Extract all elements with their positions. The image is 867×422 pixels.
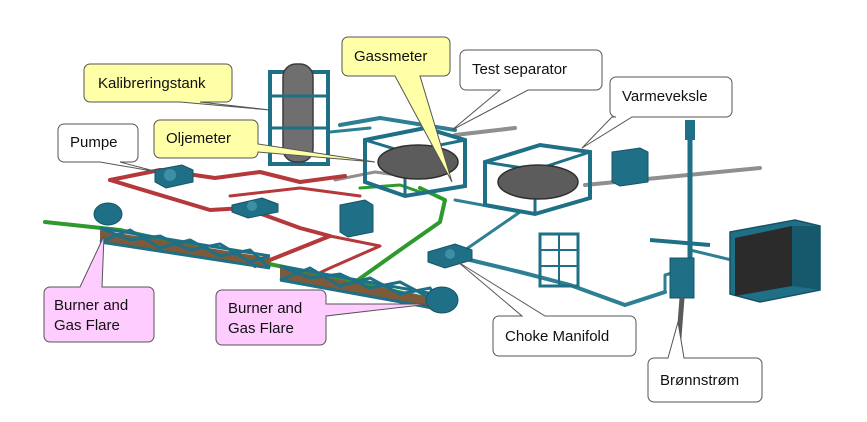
calibration-tank-vessel: [282, 63, 314, 163]
choke-manifold: [427, 243, 473, 269]
pump: [154, 164, 194, 189]
callout-kalibreringstank: Kalibreringstank: [83, 63, 271, 111]
label-burner-right-2: Gas Flare: [228, 320, 294, 337]
callout-oljemeter: Oljemeter: [153, 119, 376, 163]
grey-gas-line-top: [453, 126, 517, 137]
heat-exchanger: [483, 142, 592, 217]
callout-test-separator: Test separator: [451, 49, 603, 131]
grey-gas-line-right: [583, 166, 762, 187]
callout-burner-left: Burner and Gas Flare: [43, 235, 155, 343]
callout-pumpe: Pumpe: [57, 123, 159, 173]
label-burner-left-2: Gas Flare: [54, 317, 120, 334]
burner-right: [425, 286, 459, 314]
callout-gassmeter: Gassmeter: [341, 36, 453, 183]
control-box-right: [611, 147, 649, 187]
callout-varmeveksle: Varmeveksle: [581, 76, 733, 149]
callout-burner-right: Burner and Gas Flare: [215, 289, 431, 346]
label-burner-right-1: Burner and: [228, 300, 302, 317]
calibration-tank: [268, 63, 330, 166]
callout-choke-manifold: Choke Manifold: [457, 261, 637, 357]
container-unit: [729, 219, 821, 303]
label-kalibreringstank: Kalibreringstank: [98, 75, 206, 92]
callout-bronnstrom: Brønnstrøm: [647, 321, 763, 403]
label-oljemeter: Oljemeter: [166, 130, 231, 147]
control-box-middle: [339, 199, 374, 238]
label-bronnstrom: Brønnstrøm: [660, 372, 739, 389]
blue-line-sep2: [328, 126, 372, 134]
label-varmeveksle: Varmeveksle: [622, 88, 708, 105]
burner-left: [93, 202, 123, 226]
label-test-separator: Test separator: [472, 61, 567, 78]
instrument-rack: [538, 232, 580, 288]
flare-boom-left: [93, 202, 272, 270]
heat-exchanger-vessel: [497, 164, 579, 200]
label-burner-left-1: Burner and: [54, 297, 128, 314]
label-choke-manifold: Choke Manifold: [505, 328, 609, 345]
test-separator: [363, 125, 467, 199]
blue-line-hx: [453, 198, 522, 252]
label-gassmeter: Gassmeter: [354, 48, 427, 65]
label-pumpe: Pumpe: [70, 134, 118, 151]
oil-meter: [231, 197, 279, 219]
red-oil-line-4: [228, 186, 362, 198]
wellhead: [649, 120, 711, 351]
green-gas-line-up: [353, 186, 447, 284]
red-oil-line-1: [108, 168, 347, 184]
